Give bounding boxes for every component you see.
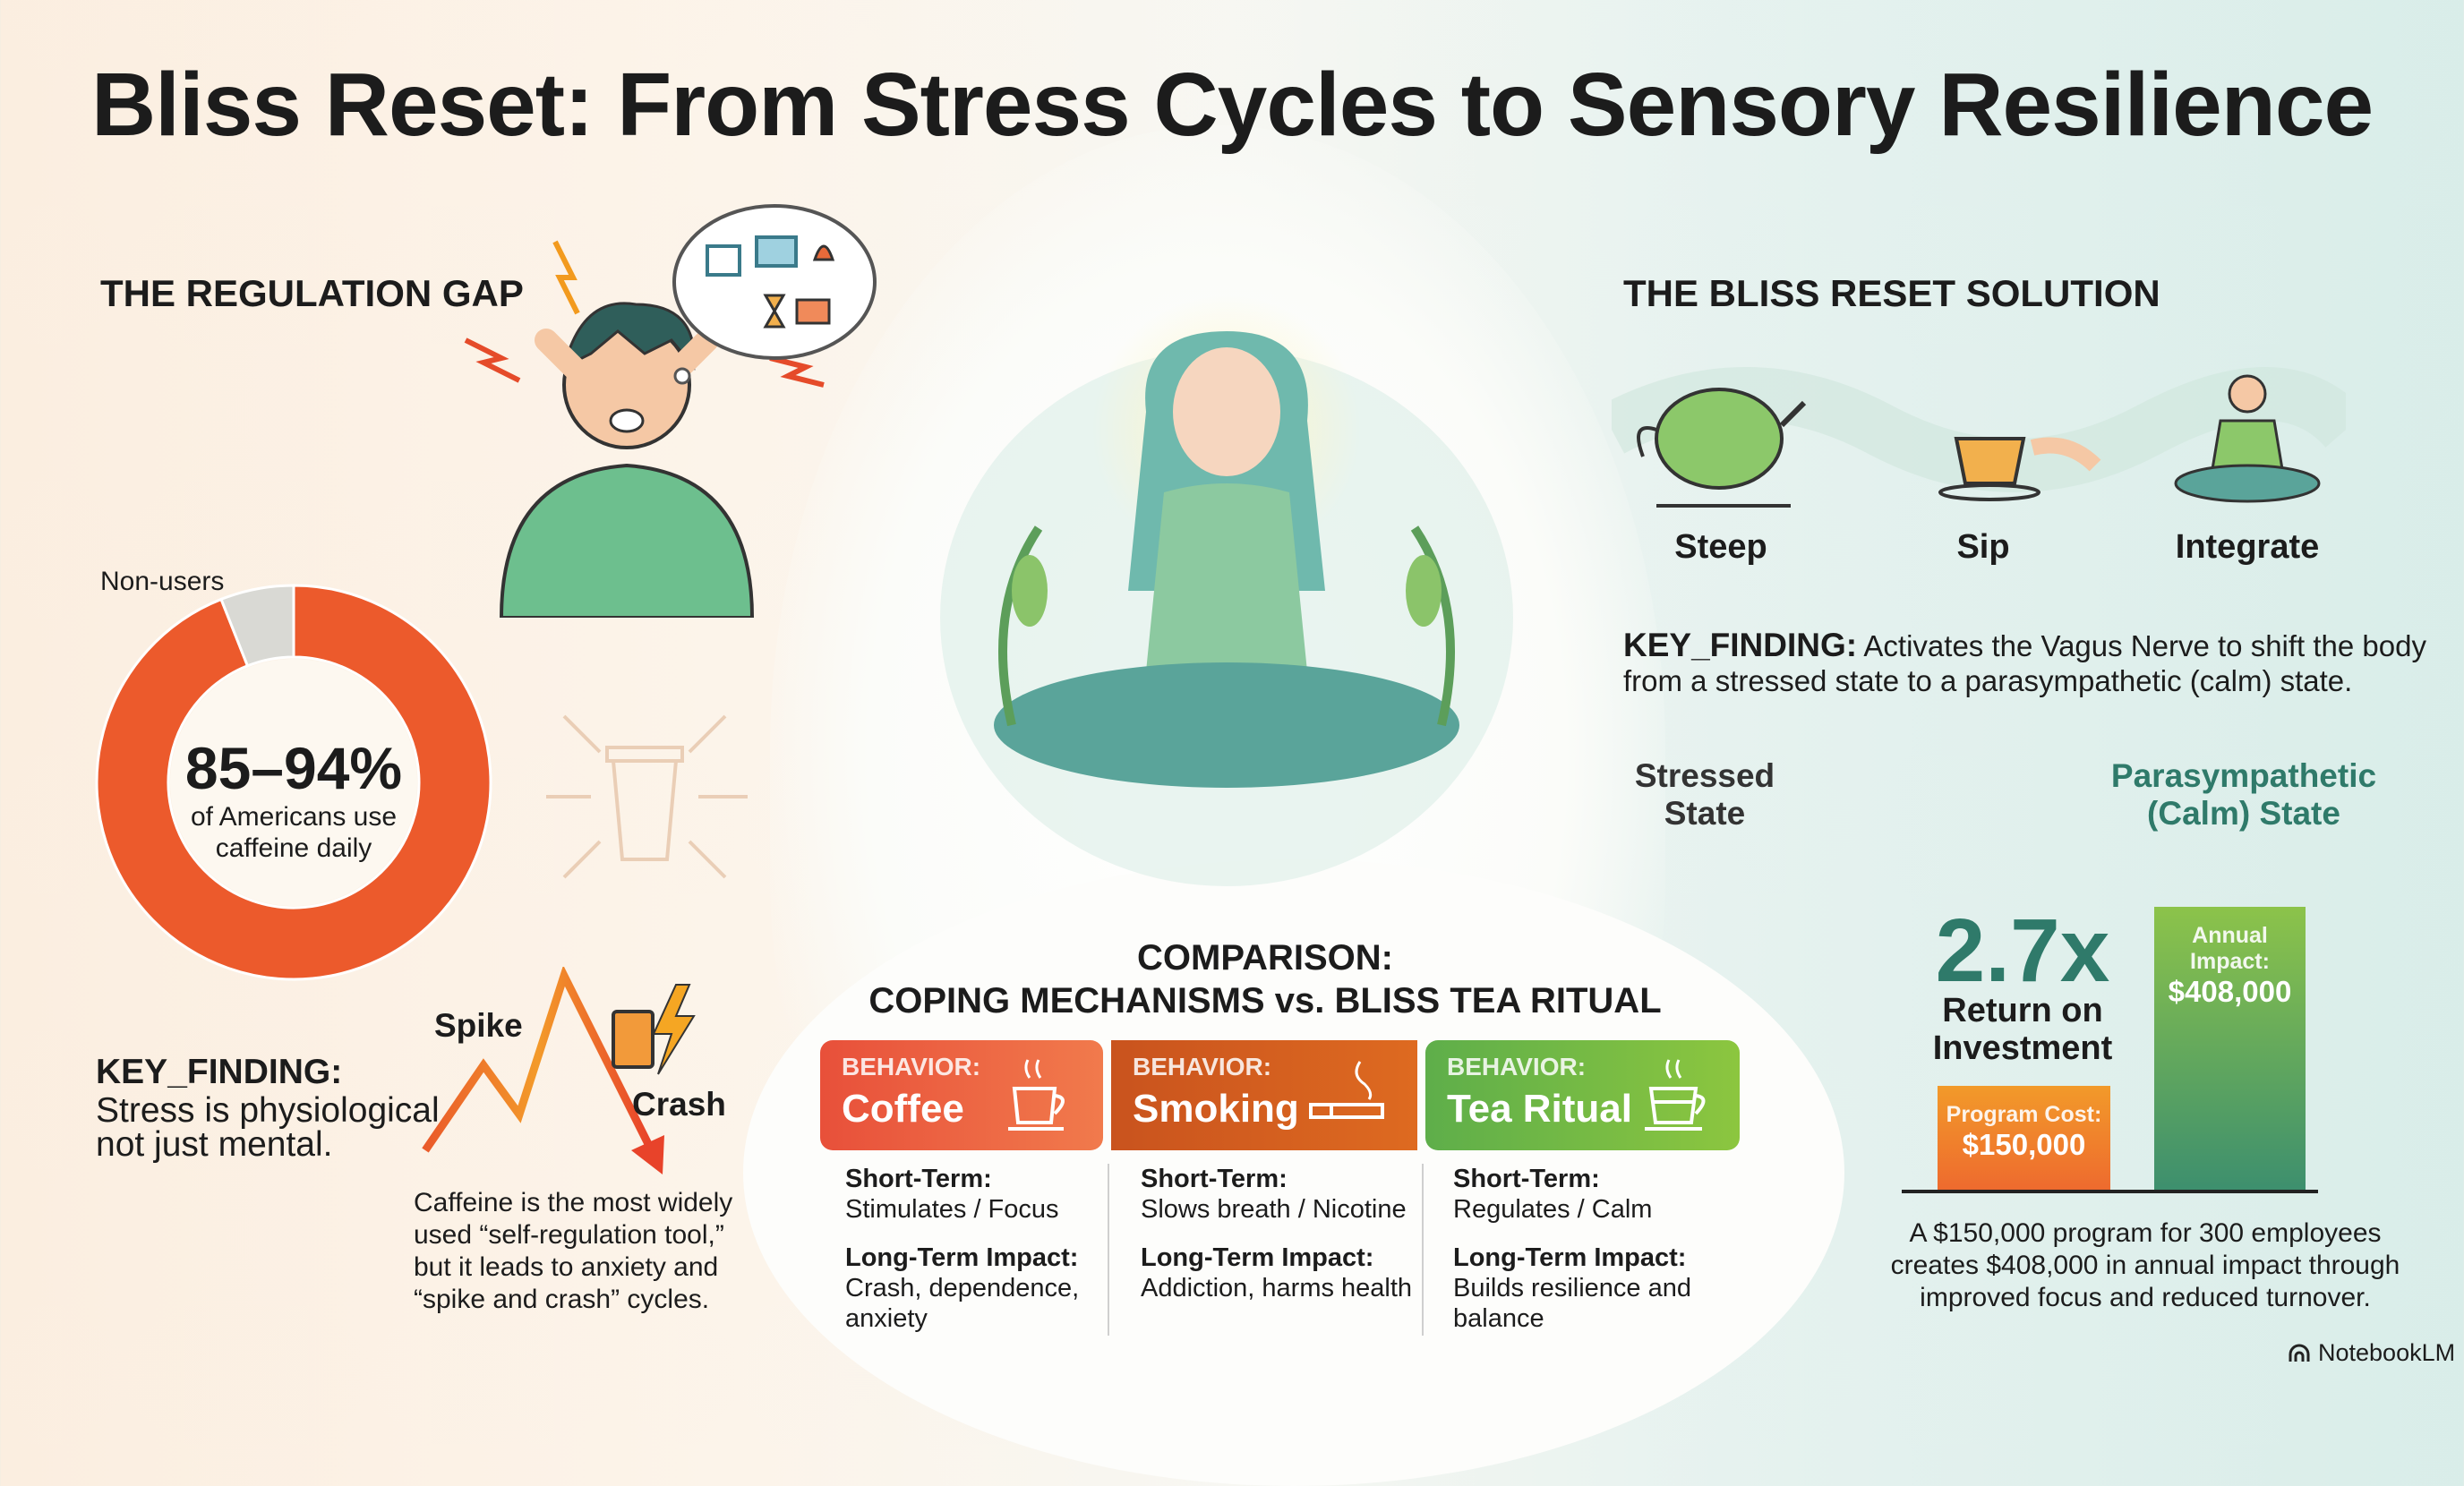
long-term-label: Long-Term Impact:	[1453, 1243, 1687, 1272]
right-key-finding-line-2: from a stressed state to a parasympathet…	[1623, 664, 2353, 697]
roi-label-line: Investment	[1932, 1029, 2113, 1067]
caffeine-text-line: used “self-regulation tool,”	[414, 1220, 724, 1250]
caffeine-donut-chart	[95, 584, 492, 981]
crash-label: Crash	[632, 1086, 726, 1123]
long-term-value: balance	[1453, 1304, 1544, 1333]
behavior-label: BEHAVIOR:	[842, 1053, 981, 1080]
tea-ritual-details: Short-Term: Regulates / Calm Long-Term I…	[1453, 1164, 1740, 1334]
meditating-woman-illustration	[940, 295, 1513, 886]
caffeine-stat-caption-1: of Americans use	[190, 802, 398, 832]
spike-crash-line-icon	[422, 967, 696, 1174]
step-sip: Sip	[1956, 528, 2010, 566]
regulation-gap-heading: THE REGULATION GAP	[100, 272, 524, 314]
short-term-label: Short-Term:	[845, 1165, 992, 1193]
right-key-finding: KEY_FINDING: Activates the Vagus Nerve t…	[1623, 627, 2426, 664]
behavior-label: BEHAVIOR:	[1133, 1053, 1272, 1080]
caffeine-text-line: “spike and crash” cycles.	[414, 1285, 710, 1314]
column-divider	[1422, 1164, 1424, 1336]
coffee-cup-icon	[1008, 1059, 1065, 1131]
stressed-state-line: Stressed	[1634, 757, 1775, 794]
non-users-label: Non-users	[100, 567, 225, 596]
caffeine-text-line: but it leads to anxiety and	[414, 1252, 719, 1282]
roi-value: 2.7x	[1935, 901, 2110, 1001]
notebooklm-logo-icon	[2289, 1344, 2310, 1362]
behavior-name: Smoking	[1133, 1087, 1299, 1131]
spike-label: Spike	[434, 1007, 523, 1044]
tea-ritual-card: BEHAVIOR: Tea Ritual	[1425, 1040, 1740, 1150]
stressed-state-line: State	[1664, 795, 1746, 832]
behavior-label: BEHAVIOR:	[1447, 1053, 1587, 1080]
caffeine-text-line: Caffeine is the most widely	[414, 1188, 733, 1217]
notebooklm-brand: NotebookLM	[2288, 1339, 2455, 1367]
short-term-value: Stimulates / Focus	[845, 1195, 1059, 1224]
roi-caption: A $150,000 program for 300 employees cre…	[1891, 1217, 2400, 1314]
short-term-label: Short-Term:	[1453, 1165, 1600, 1193]
stressed-person-illustration	[464, 240, 825, 618]
donut-hole	[170, 659, 417, 906]
annual-impact-bar: Annual Impact: $408,000	[2154, 907, 2306, 1191]
chart-baseline	[1902, 1190, 2318, 1193]
behavior-name: Coffee	[842, 1087, 964, 1131]
donut-slice-users	[95, 584, 492, 981]
smoking-details: Short-Term: Slows breath / Nicotine Long…	[1141, 1164, 1427, 1303]
cigarette-icon	[1309, 1061, 1384, 1119]
comparison-title-line-1: COMPARISON:	[1137, 938, 1393, 978]
calm-state-label: Parasympathetic(Calm) State	[2111, 757, 2376, 833]
roi-caption-line: improved focus and reduced turnover.	[1920, 1283, 2371, 1312]
program-cost-bar: Program Cost: $150,000	[1938, 1086, 2110, 1191]
left-key-finding-line-1: Stress is physiological,	[96, 1091, 449, 1130]
column-divider	[1108, 1164, 1109, 1336]
thought-bubble-icon	[672, 204, 877, 385]
tea-cup-hand-icon	[1938, 437, 2101, 501]
short-term-label: Short-Term:	[1141, 1165, 1288, 1193]
donut-slice-non-users	[219, 584, 295, 668]
long-term-value: Addiction, harms health	[1141, 1274, 1413, 1302]
step-integrate: Integrate	[2175, 528, 2320, 566]
long-term-label: Long-Term Impact:	[845, 1243, 1079, 1272]
long-term-value: anxiety	[845, 1304, 928, 1333]
page-title: Bliss Reset: From Stress Cycles to Senso…	[90, 55, 2374, 155]
program-cost-label: Program Cost:	[1946, 1102, 2102, 1128]
annual-impact-value: $408,000	[2168, 975, 2292, 1008]
long-term-value: Crash, dependence,	[845, 1274, 1080, 1302]
bliss-reset-heading: THE BLISS RESET SOLUTION	[1623, 272, 2160, 314]
calm-state-line: Parasympathetic	[2110, 757, 2377, 794]
brand-label: NotebookLM	[2318, 1339, 2456, 1366]
right-key-finding-label: KEY_FINDING:	[1623, 627, 1858, 663]
roi-label-line: Return on	[1942, 992, 2103, 1029]
ritual-steps-illustration	[1612, 367, 2346, 508]
step-steep: Steep	[1674, 528, 1767, 566]
annual-impact-label: Annual Impact:	[2190, 923, 2270, 974]
short-term-value: Regulates / Calm	[1453, 1195, 1653, 1224]
roi-caption-line: creates $408,000 in annual impact throug…	[1890, 1251, 2400, 1280]
short-term-value: Slows breath / Nicotine	[1141, 1195, 1407, 1224]
behavior-name: Tea Ritual	[1447, 1087, 1633, 1131]
smoking-card: BEHAVIOR: Smoking	[1111, 1040, 1417, 1150]
comparison-title-line-2: COPING MECHANISMS vs. BLISS TEA RITUAL	[868, 981, 1662, 1021]
right-key-finding-line-1: Activates the Vagus Nerve to shift the b…	[1857, 629, 2426, 662]
left-key-finding-line-2: not just mental.	[96, 1125, 333, 1164]
teapot-icon	[1637, 388, 1807, 508]
caffeine-description: Caffeine is the most widely used “self-r…	[414, 1187, 732, 1316]
long-term-value: Builds resilience and	[1453, 1274, 1691, 1302]
coffee-card: BEHAVIOR: Coffee	[820, 1040, 1103, 1150]
meditation-pose-icon	[2174, 374, 2321, 503]
long-term-label: Long-Term Impact:	[1141, 1243, 1374, 1272]
program-cost-value: $150,000	[1962, 1128, 2086, 1162]
left-key-finding-label: KEY_FINDING:	[96, 1053, 343, 1091]
tea-cup-icon	[1645, 1059, 1706, 1131]
caffeine-stat-caption-2: caffeine daily	[215, 833, 372, 863]
coffee-cup-sketch-icon	[546, 714, 748, 879]
roi-caption-line: A $150,000 program for 300 employees	[1909, 1218, 2382, 1248]
calm-state-line: (Calm) State	[2147, 795, 2340, 832]
coffee-details: Short-Term: Stimulates / Focus Long-Term…	[845, 1164, 1132, 1334]
caffeine-stat-value: 85–94%	[184, 735, 403, 801]
